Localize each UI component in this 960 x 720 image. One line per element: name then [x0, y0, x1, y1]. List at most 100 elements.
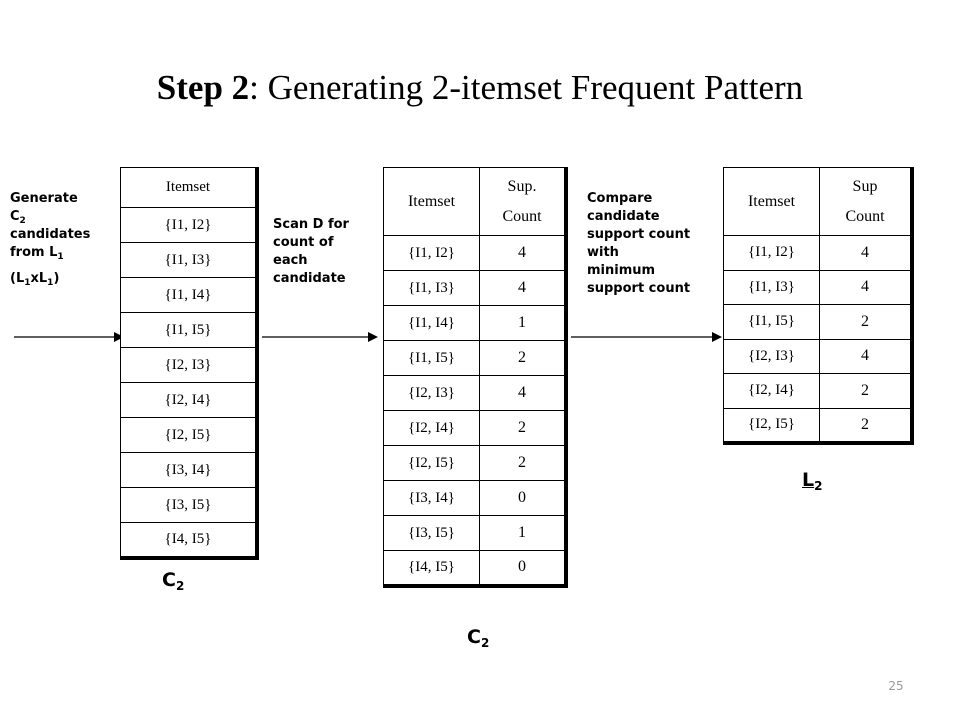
- note-generate-from-sub: 1: [57, 252, 64, 262]
- table2-header-itemset: Itemset: [383, 167, 480, 236]
- note-generate-p3: ): [53, 271, 60, 286]
- table-row: {I2, I3}4: [723, 338, 913, 374]
- table-row: {I2, I4}2: [723, 373, 913, 409]
- table-row: {I3, I4}: [120, 452, 258, 488]
- itemset-cell: {I2, I4}: [723, 373, 820, 409]
- table-row: {I3, I5}1: [383, 515, 567, 551]
- title-step: Step 2: [156, 68, 250, 107]
- itemset-cell: {I3, I5}: [120, 487, 258, 523]
- note-generate: Generate C2 candidates from L1 (L1xL1): [10, 190, 90, 288]
- itemset-cell: {I1, I3}: [120, 242, 258, 278]
- note-compare: Compare candidate support count with min…: [587, 190, 690, 298]
- table3-caption-sub: 2: [814, 479, 823, 493]
- support-count-cell: 2: [479, 340, 567, 376]
- itemset-cell: {I2, I5}: [120, 417, 258, 453]
- note-compare-line6: support count: [587, 281, 691, 296]
- table3-header-sup1: Sup: [852, 177, 878, 195]
- table1-caption-sub: 2: [175, 579, 185, 593]
- table2-caption: C2: [467, 626, 490, 650]
- itemset-cell: {I2, I4}: [120, 382, 258, 418]
- support-count-cell: 4: [819, 235, 913, 271]
- itemset-cell: {I2, I4}: [383, 410, 480, 446]
- note-generate-p2-sub: 1: [47, 278, 54, 288]
- table3-header-sup2: Count: [845, 207, 885, 225]
- candidate-itemset-table: Itemset {I1, I2}{I1, I3}{I1, I4}{I1, I5}…: [120, 167, 259, 560]
- support-count-cell: 2: [479, 410, 567, 446]
- itemset-cell: {I4, I5}: [120, 522, 258, 558]
- table2-caption-sub: 2: [480, 636, 490, 650]
- note-scan-line2: count of: [273, 235, 334, 250]
- note-scan-line3: each: [273, 253, 308, 268]
- itemset-cell: {I1, I3}: [383, 270, 480, 306]
- note-generate-from: from L: [10, 245, 58, 260]
- itemset-cell: {I1, I3}: [723, 269, 820, 305]
- support-count-cell: 1: [479, 515, 567, 551]
- table-row: {I1, I2}4: [723, 235, 913, 271]
- table-row: {I2, I3}4: [383, 375, 567, 411]
- itemset-cell: {I2, I3}: [383, 375, 480, 411]
- table-row: {I1, I3}4: [723, 269, 913, 305]
- itemset-cell: {I1, I2}: [383, 235, 480, 271]
- table-row: {I2, I3}: [120, 347, 258, 383]
- arrow-generate: [14, 332, 124, 342]
- note-generate-line2: C2: [10, 208, 90, 226]
- table-row: {I1, I3}: [120, 242, 258, 278]
- page-number: 25: [888, 679, 904, 693]
- itemset-cell: {I3, I5}: [383, 515, 480, 551]
- table-row: {I4, I5}: [120, 522, 258, 558]
- support-count-cell: 0: [479, 480, 567, 516]
- table-row: {I3, I5}: [120, 487, 258, 523]
- table1-caption: C2: [162, 569, 185, 593]
- itemset-cell: {I3, I4}: [383, 480, 480, 516]
- support-count-cell: 1: [479, 305, 567, 341]
- table3-caption: L2: [802, 469, 823, 493]
- table2-header-sup2: Count: [502, 207, 542, 225]
- note-scan-line1: Scan D for: [273, 217, 349, 232]
- itemset-cell: {I2, I5}: [723, 407, 820, 443]
- table-row: {I1, I3}4: [383, 270, 567, 306]
- itemset-cell: {I1, I2}: [120, 207, 258, 243]
- note-scan: Scan D for count of each candidate: [273, 216, 349, 288]
- table3-caption-text: L: [802, 469, 815, 491]
- candidate-support-table: Itemset Sup.Count {I1, I2}4{I1, I3}4{I1,…: [383, 167, 568, 588]
- note-compare-line1: Compare: [587, 191, 653, 206]
- table-row: {I1, I2}: [120, 207, 258, 243]
- table2-header-sup1: Sup.: [507, 177, 537, 195]
- table-row: {I1, I2}4: [383, 235, 567, 271]
- note-scan-line4: candidate: [273, 271, 346, 286]
- note-compare-line2: candidate: [587, 209, 660, 224]
- arrow-scan: [262, 332, 378, 342]
- table-row: {I1, I5}2: [383, 340, 567, 376]
- itemset-cell: {I2, I5}: [383, 445, 480, 481]
- support-count-cell: 2: [819, 407, 913, 443]
- table-row: {I1, I4}: [120, 277, 258, 313]
- itemset-cell: {I1, I4}: [383, 305, 480, 341]
- note-generate-line3: candidates: [10, 227, 91, 242]
- itemset-cell: {I2, I3}: [120, 347, 258, 383]
- support-count-cell: 4: [479, 375, 567, 411]
- table2-caption-text: C: [467, 626, 481, 648]
- itemset-cell: {I1, I5}: [120, 312, 258, 348]
- table-row: {I1, I4}1: [383, 305, 567, 341]
- slide-title: Step 2: Generating 2-itemset Frequent Pa…: [0, 68, 960, 108]
- note-compare-line5: minimum: [587, 263, 656, 278]
- table-row: {I2, I5}: [120, 417, 258, 453]
- table2-header-sup: Sup. Count: [479, 167, 567, 236]
- itemset-cell: {I1, I5}: [383, 340, 480, 376]
- itemset-cell: {I1, I5}: [723, 304, 820, 340]
- support-count-cell: 2: [819, 373, 913, 409]
- table3-header-itemset: Itemset: [723, 167, 820, 236]
- itemset-cell: {I4, I5}: [383, 550, 480, 586]
- note-generate-line5: (L1xL1): [10, 270, 90, 288]
- note-generate-c: C: [10, 209, 20, 224]
- table-row: {I4, I5}0: [383, 550, 567, 586]
- note-compare-line4: with: [587, 245, 619, 260]
- support-count-cell: 4: [819, 269, 913, 305]
- note-generate-p1-sub: 1: [24, 278, 31, 288]
- note-generate-line1: Generate: [10, 191, 78, 206]
- note-compare-line3: support count: [587, 227, 691, 242]
- support-count-cell: 4: [479, 235, 567, 271]
- note-generate-p1: (L: [10, 271, 25, 286]
